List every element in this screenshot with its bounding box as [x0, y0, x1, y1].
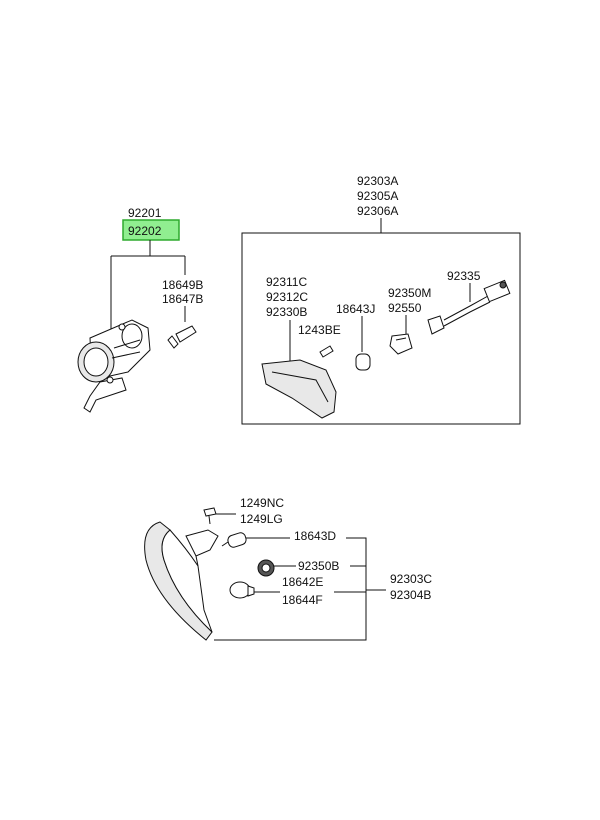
selected-part-highlight	[122, 219, 180, 241]
wedge-bulb-icon	[355, 353, 371, 371]
label-92312C[interactable]: 92312C	[266, 290, 308, 304]
bulb-socket-icon	[389, 333, 413, 355]
corner-lamp-group: 1249NC 1249LG 18643D 92350B 18642E 18644…	[144, 496, 432, 641]
screw-icon	[203, 507, 217, 525]
corner-lamp-housing-icon	[144, 521, 219, 641]
label-92330B[interactable]: 92330B	[266, 305, 307, 319]
label-92311C[interactable]: 92311C	[266, 275, 307, 289]
label-18643D[interactable]: 18643D	[294, 529, 336, 543]
assembly-bracket-leader	[214, 537, 367, 641]
side-marker-frame	[241, 232, 521, 425]
label-92305A[interactable]: 92305A	[357, 189, 398, 203]
foglamp-group: 92201 92202 18649B 18647B	[77, 206, 203, 413]
label-92350B[interactable]: 92350B	[298, 559, 339, 573]
label-1249LG[interactable]: 1249LG	[240, 512, 283, 526]
side-marker-lens-icon	[261, 359, 337, 419]
label-18649B[interactable]: 18649B	[162, 278, 203, 292]
socket-b-icon	[257, 559, 275, 577]
label-1243BE[interactable]: 1243BE	[298, 323, 341, 337]
label-1249NC[interactable]: 1249NC	[240, 496, 284, 510]
label-18643J[interactable]: 18643J	[336, 302, 375, 316]
label-92303A[interactable]: 92303A	[357, 174, 398, 188]
small-screw-icon	[319, 345, 334, 358]
foglamp-bulb-icon	[167, 325, 197, 349]
label-92306A[interactable]: 92306A	[357, 204, 398, 218]
label-92202-selected[interactable]: 92202	[128, 224, 162, 238]
label-92303C[interactable]: 92303C	[390, 572, 432, 586]
label-92335[interactable]: 92335	[447, 269, 481, 283]
label-92304B[interactable]: 92304B	[390, 588, 431, 602]
label-18642E[interactable]: 18642E	[282, 575, 323, 589]
foglamp-housing-icon	[77, 319, 151, 413]
bulb-ef-icon	[229, 581, 255, 599]
wedge-bulb-d-icon	[221, 532, 247, 548]
label-18647B[interactable]: 18647B	[162, 292, 203, 306]
label-18644F[interactable]: 18644F	[282, 593, 323, 607]
wiring-harness-icon	[427, 279, 511, 335]
side-marker-group: 92303A 92305A 92306A 92311C 92312C 92330…	[241, 174, 521, 425]
foglamp-leader	[110, 240, 186, 330]
label-92201[interactable]: 92201	[128, 206, 162, 220]
label-92350M[interactable]: 92350M	[388, 286, 431, 300]
label-92550[interactable]: 92550	[388, 301, 422, 315]
